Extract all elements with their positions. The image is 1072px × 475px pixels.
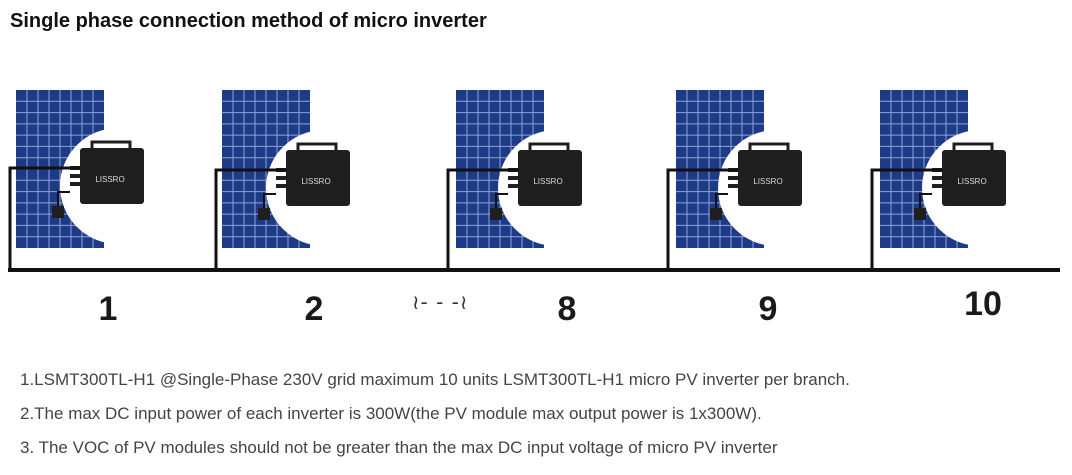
note-2: 2.The max DC input power of each inverte…: [20, 404, 762, 423]
inverter-brand-label: LISSRO: [301, 177, 330, 186]
ac-drop-wire: [8, 166, 80, 270]
note-3: 3. The VOC of PV modules should not be g…: [20, 438, 778, 457]
dc-connector: [508, 184, 518, 188]
inverter-brand-label: LISSRO: [95, 175, 124, 184]
dc-connector: [932, 176, 942, 180]
micro-inverter: LISSRO: [914, 142, 1006, 220]
micro-inverter: LISSRO: [490, 142, 582, 220]
dc-connector: [70, 182, 80, 186]
micro-inverter: LISSRO: [52, 140, 144, 218]
dc-connector: [276, 176, 286, 180]
unit-9: LISSRO: [666, 90, 834, 270]
inverter-handle: [528, 142, 570, 150]
dc-connector: [508, 176, 518, 180]
units-layer: LISSRO LISSRO LISSRO LISSRO LISSRO: [8, 90, 1038, 270]
dc-connector: [728, 176, 738, 180]
dc-connector: [276, 184, 286, 188]
inverter-brand-label: LISSRO: [753, 177, 782, 186]
unit-10: LISSRO: [870, 90, 1038, 270]
connection-diagram: LISSRO LISSRO LISSRO LISSRO LISSRO: [8, 90, 1060, 272]
inverter-body: [942, 150, 1006, 206]
unit-number-10: 10: [964, 285, 1002, 323]
dc-cable: [919, 193, 932, 208]
unit-2: LISSRO: [214, 90, 382, 270]
inverter-handle: [90, 140, 132, 148]
inverter-handle: [748, 142, 790, 150]
ac-drop-wire: [870, 168, 942, 270]
junction-box: [258, 208, 270, 220]
ac-drop-wire: [666, 168, 738, 270]
unit-number-1: 1: [98, 290, 118, 328]
inverter-brand-label: LISSRO: [957, 177, 986, 186]
dc-connector: [932, 184, 942, 188]
page-title: Single phase connection method of micro …: [10, 10, 487, 32]
inverter-handle: [952, 142, 994, 150]
inverter-brand-label: LISSRO: [533, 177, 562, 186]
unit-number-2: 2: [304, 290, 324, 328]
dc-connector: [70, 174, 80, 178]
unit-number-9: 9: [758, 290, 778, 328]
ac-drop-wire: [214, 168, 286, 270]
inverter-body: [80, 148, 144, 204]
inverter-handle: [296, 142, 338, 150]
junction-box: [52, 206, 64, 218]
note-1: 1.LSMT300TL-H1 @Single-Phase 230V grid m…: [20, 370, 850, 389]
inverter-body: [518, 150, 582, 206]
ac-drop-wire: [446, 168, 518, 270]
junction-box: [710, 208, 722, 220]
dc-cable: [495, 193, 508, 208]
ellipsis-label: ≀- - -≀: [412, 290, 469, 314]
dc-cable: [57, 191, 70, 206]
junction-box: [914, 208, 926, 220]
dc-connector: [728, 184, 738, 188]
unit-number-8: 8: [557, 290, 577, 328]
dc-cable: [715, 193, 728, 208]
inverter-body: [738, 150, 802, 206]
dc-cable: [263, 193, 276, 208]
unit-8: LISSRO: [446, 90, 614, 270]
unit-1: LISSRO: [8, 90, 176, 270]
inverter-body: [286, 150, 350, 206]
junction-box: [490, 208, 502, 220]
